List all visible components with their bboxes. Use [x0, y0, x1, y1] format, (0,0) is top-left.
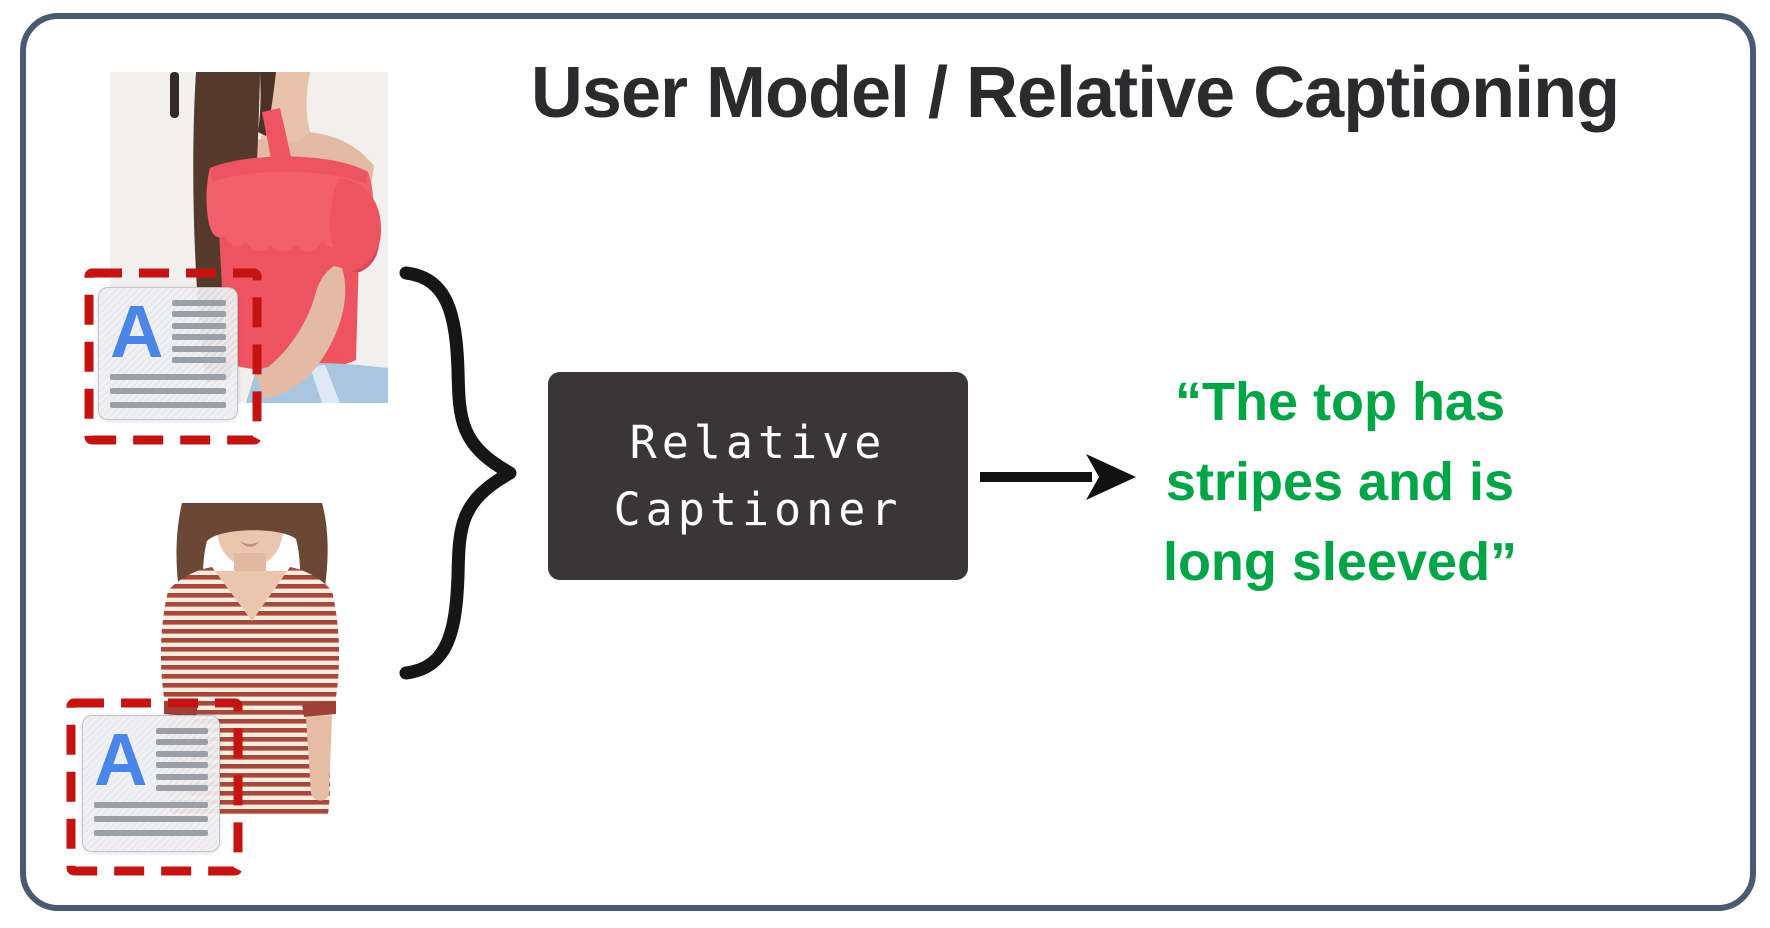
caption-line-2: stripes and is [1165, 452, 1515, 512]
generated-caption: “The top has stripes and is long sleeved… [1100, 362, 1580, 602]
captioner-label-line1: Relative [629, 415, 887, 469]
doc-icon-top-row: A [110, 290, 226, 373]
doc-long-lines [94, 802, 208, 836]
top-doc-dashed-highlight [84, 268, 262, 445]
doc-icon-top-row: A [94, 718, 208, 801]
doc-short-lines [172, 297, 226, 365]
captioner-label-line2: Captioner [613, 483, 903, 536]
doc-short-lines [156, 725, 208, 793]
doc-letter: A [110, 290, 164, 373]
doc-letter: A [94, 718, 148, 801]
output-arrow [980, 454, 1136, 500]
striped-top-illustration [160, 503, 370, 827]
caption-line-1: “The top has [1174, 372, 1505, 432]
doc-long-lines [110, 374, 226, 408]
curly-brace [399, 266, 517, 680]
relative-captioner-box: Relative Captioner [548, 372, 968, 580]
figure-title: User Model / Relative Captioning [530, 53, 1620, 133]
bottom-doc-dashed-highlight [66, 698, 243, 876]
bottom-garment-photo [160, 503, 370, 827]
caption-line-3: long sleeved” [1162, 532, 1518, 592]
top-document-icon: A [98, 287, 238, 420]
bottom-document-icon: A [82, 715, 220, 852]
